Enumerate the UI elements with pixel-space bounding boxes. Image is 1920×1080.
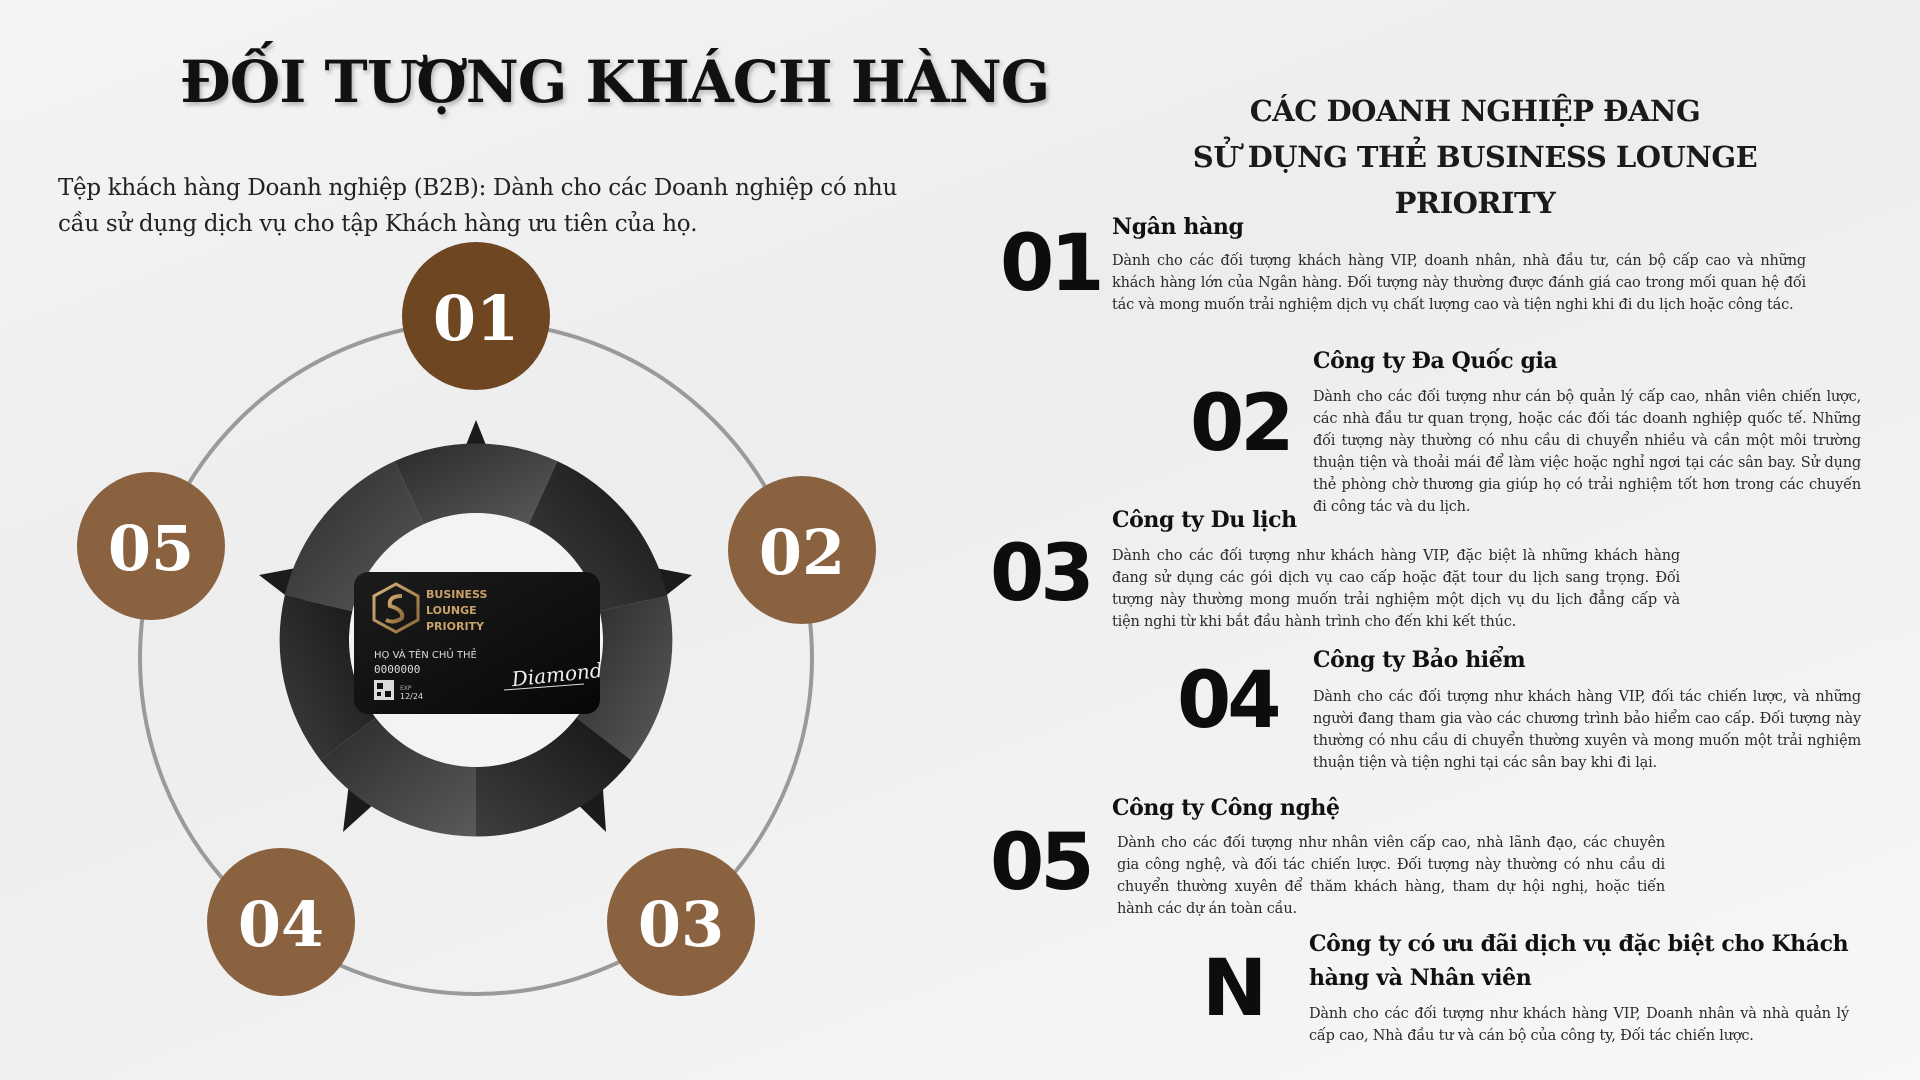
item-number: 03 — [990, 529, 1095, 619]
svg-text:01: 01 — [433, 282, 519, 355]
svg-text:02: 02 — [759, 516, 845, 589]
card-expiry: 12/24 — [400, 692, 423, 701]
item-description: Dành cho các đối tượng như cán bộ quản l… — [1313, 389, 1861, 515]
card-expiry-label: EXP — [400, 685, 412, 692]
node-04: 04 — [207, 848, 355, 996]
node-01: 01 — [402, 242, 550, 390]
item-number: 01 — [1000, 219, 1105, 309]
item-description: Dành cho các đối tượng như khách hàng VI… — [1112, 548, 1680, 630]
right-title-line-1: CÁC DOANH NGHIỆP ĐANG — [1249, 94, 1701, 128]
inner-gear-ring — [279, 443, 673, 837]
main-title: ĐỐI TƯỢNG KHÁCH HÀNG — [180, 48, 1050, 116]
item-number: 04 — [1177, 656, 1282, 746]
item-description: Dành cho các đối tượng như nhân viên cấp… — [1117, 835, 1665, 917]
svg-text:05: 05 — [108, 512, 194, 585]
right-section-title: CÁC DOANH NGHIỆP ĐANG SỬ DỤNG THẺ BUSINE… — [1110, 88, 1840, 226]
svg-text:03: 03 — [638, 888, 724, 961]
item-heading: Công ty Bảo hiểm — [1313, 647, 1526, 673]
item-heading: Công ty Đa Quốc gia — [1313, 348, 1558, 374]
card-number: 0000000 — [374, 663, 420, 676]
card-logo-icon — [372, 582, 420, 634]
node-05: 05 — [77, 472, 225, 620]
item-heading: Công ty có ưu đãi dịch vụ đặc biệt cho K… — [1309, 931, 1849, 991]
card-holder-label: HỌ VÀ TÊN CHỦ THẺ — [374, 647, 477, 661]
item-number: N — [1202, 944, 1267, 1034]
item-description: Dành cho các đối tượng như khách hàng VI… — [1309, 1006, 1849, 1044]
card-brand-line-1: BUSINESS — [426, 588, 487, 601]
customer-cycle-diagram: BUSINESS LOUNGE PRIORITY HỌ VÀ TÊN CHỦ T… — [77, 242, 876, 996]
item-number: 02 — [1190, 379, 1295, 469]
card-brand-line-3: PRIORITY — [426, 620, 485, 633]
right-title-line-2: SỬ DỤNG THẺ BUSINESS LOUNGE PRIORITY — [1192, 140, 1758, 220]
item-description: Dành cho các đối tượng khách hàng VIP, d… — [1112, 253, 1806, 313]
card-brand-line-2: LOUNGE — [426, 604, 477, 617]
item-heading: Công ty Du lịch — [1112, 507, 1297, 533]
item-heading: Công ty Công nghệ — [1112, 795, 1340, 821]
node-03: 03 — [607, 848, 755, 996]
intro-text: Tệp khách hàng Doanh nghiệp (B2B): Dành … — [58, 175, 897, 237]
business-lounge-card: BUSINESS LOUNGE PRIORITY HỌ VÀ TÊN CHỦ T… — [354, 572, 604, 714]
node-02: 02 — [728, 476, 876, 624]
item-description: Dành cho các đối tượng như khách hàng VI… — [1313, 689, 1861, 771]
svg-text:04: 04 — [238, 888, 324, 961]
item-number: 05 — [990, 818, 1095, 908]
item-heading: Ngân hàng — [1112, 214, 1244, 240]
